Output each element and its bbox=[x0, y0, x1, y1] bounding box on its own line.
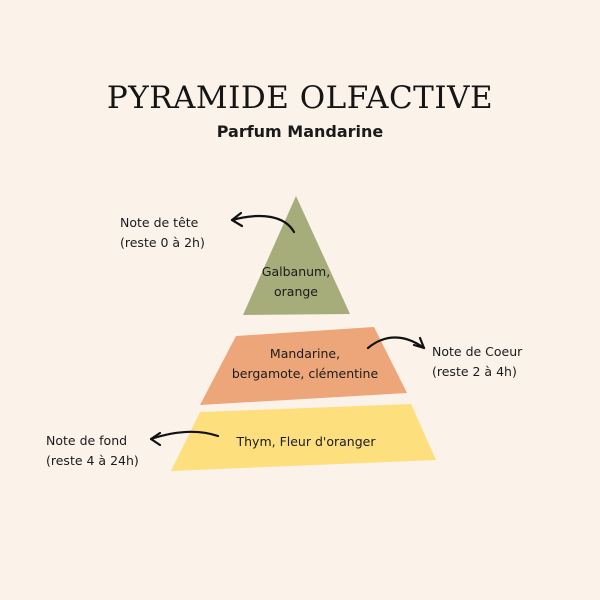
base-note-duration: (reste 4 à 24h) bbox=[46, 453, 139, 468]
middle-tier-notes-line2: bergamote, clémentine bbox=[231, 366, 379, 381]
diagram-subtitle: Parfum Mandarine bbox=[216, 122, 384, 141]
curved-arrow-icon bbox=[366, 336, 426, 350]
heart-note-duration: (reste 2 à 4h) bbox=[432, 364, 517, 379]
top-note-name: Note de tête bbox=[120, 215, 199, 230]
pyramid-base-tier bbox=[171, 404, 436, 471]
heart-note-name: Note de Coeur bbox=[432, 344, 523, 359]
middle-tier-notes-line1: Mandarine, bbox=[269, 346, 341, 361]
middle-tier-notes: Mandarine, bergamote, clémentine bbox=[210, 344, 400, 384]
pyramid-top-tier bbox=[243, 196, 350, 315]
top-tier-notes: Galbanum, orange bbox=[236, 262, 356, 302]
curved-arrow-icon bbox=[230, 211, 296, 234]
top-tier-notes-line1: Galbanum, bbox=[261, 264, 331, 279]
pyramid-middle-tier bbox=[200, 327, 407, 405]
heart-note-label: Note de Coeur (reste 2 à 4h) bbox=[432, 342, 522, 382]
base-note-label: Note de fond (reste 4 à 24h) bbox=[46, 431, 139, 471]
base-note-name: Note de fond bbox=[46, 433, 128, 448]
top-note-duration: (reste 0 à 2h) bbox=[120, 235, 205, 250]
diagram-title: PYRAMIDE OLFACTIVE bbox=[106, 80, 494, 116]
top-tier-notes-line2: orange bbox=[274, 284, 318, 299]
curved-arrow-icon bbox=[149, 430, 220, 447]
top-note-label: Note de tête (reste 0 à 2h) bbox=[120, 213, 205, 253]
base-tier-notes: Thym, Fleur d'oranger bbox=[206, 432, 406, 452]
base-tier-notes-line1: Thym, Fleur d'oranger bbox=[236, 434, 376, 449]
